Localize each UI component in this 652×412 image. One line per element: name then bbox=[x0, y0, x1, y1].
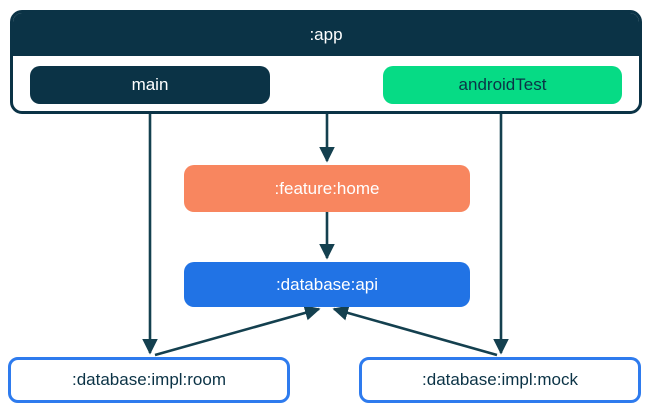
source-set-androidtest-label: androidTest bbox=[458, 75, 547, 94]
app-module-title: :app bbox=[309, 24, 343, 44]
module-database-impl-room-label: :database:impl:room bbox=[71, 370, 227, 389]
module-database-impl-mock: :database:impl:mock bbox=[359, 357, 641, 403]
module-database-api: :database:api bbox=[184, 262, 470, 307]
module-database-api-label: :database:api bbox=[275, 274, 379, 294]
source-set-main: main bbox=[30, 66, 270, 104]
source-set-androidtest: androidTest bbox=[383, 66, 622, 104]
module-feature-home: :feature:home bbox=[184, 165, 470, 212]
module-database-impl-room: :database:impl:room bbox=[8, 357, 290, 403]
app-module-header: :app bbox=[13, 13, 639, 56]
edge-room-to-database-api bbox=[154, 305, 321, 357]
module-database-impl-mock-label: :database:impl:mock bbox=[422, 370, 578, 389]
source-set-main-label: main bbox=[131, 75, 169, 94]
module-feature-home-label: :feature:home bbox=[274, 178, 380, 198]
edge-mock-to-database-api bbox=[332, 305, 498, 357]
